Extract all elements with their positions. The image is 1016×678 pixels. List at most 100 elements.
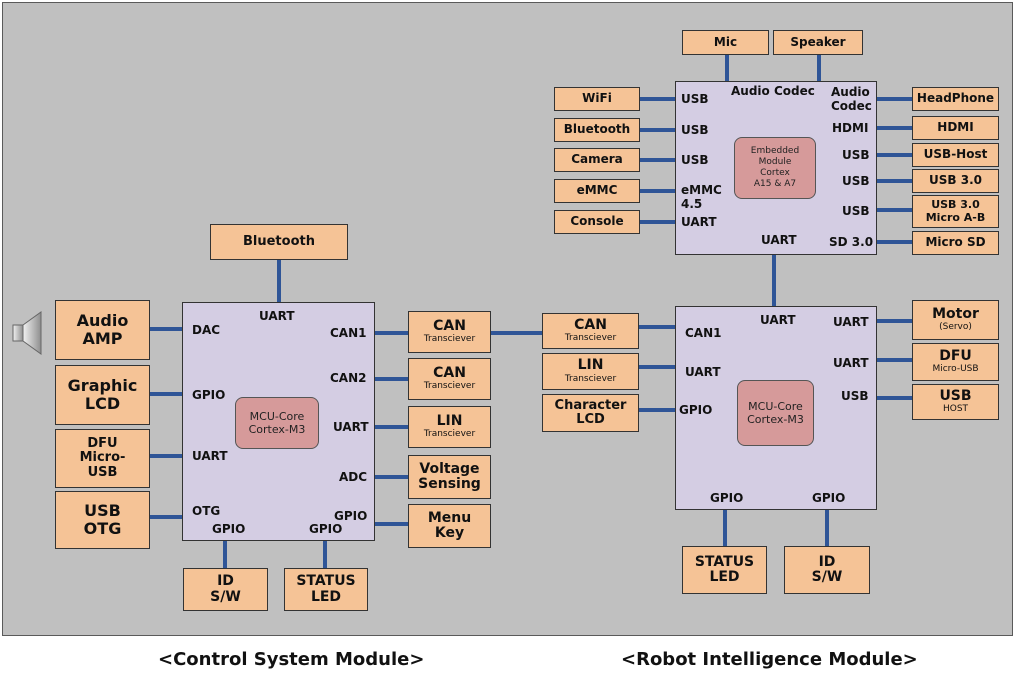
robot-port-gpio-bottom-left: GPIO — [710, 491, 744, 505]
graphic-lcd-box: Graphic LCD — [55, 365, 150, 425]
connector — [875, 396, 913, 400]
robot-port-uart-motor: UART — [833, 315, 869, 329]
diagram-canvas: MCU-Core Cortex-M3 UART CAN1 CAN2 UART A… — [2, 2, 1013, 636]
menu-key-box: Menu Key — [408, 504, 491, 548]
control-port-gpio-bottom-right: GPIO — [309, 522, 343, 536]
connector — [149, 454, 184, 458]
robot-dfu-micro-usb-box: DFU Micro-USB — [912, 343, 999, 381]
control-port-uart-right: UART — [333, 420, 369, 434]
embedded-port-audio-codec-right: Audio Codec — [831, 85, 872, 113]
control-port-dac: DAC — [192, 323, 221, 337]
embedded-port-usb3: USB — [842, 174, 870, 188]
connector — [373, 522, 410, 526]
embedded-port-usb-bluetooth: USB — [681, 123, 709, 137]
robot-status-led-box: STATUS LED — [682, 546, 767, 594]
embedded-port-uart-console: UART — [681, 215, 717, 229]
robot-port-can1: CAN1 — [685, 326, 722, 340]
connector — [323, 539, 327, 569]
robot-mcu-core: MCU-Core Cortex-M3 — [737, 380, 814, 446]
embedded-bluetooth-box: Bluetooth — [554, 118, 640, 142]
control-lin-transceiver-box: LIN Transciever — [408, 406, 491, 448]
control-port-adc: ADC — [339, 470, 368, 484]
robot-port-usb: USB — [841, 389, 869, 403]
embedded-port-usb-wifi: USB — [681, 92, 709, 106]
embedded-port-emmc: eMMC 4.5 — [681, 183, 722, 211]
connector — [149, 392, 184, 396]
robot-mcu-block: MCU-Core Cortex-M3 — [675, 306, 877, 510]
robot-lin-transceiver-box: LIN Transciever — [542, 353, 639, 390]
camera-box: Camera — [554, 148, 640, 172]
connector — [875, 126, 913, 130]
embedded-port-uart-bottom: UART — [761, 233, 797, 247]
connector — [277, 258, 281, 304]
embedded-port-hdmi: HDMI — [832, 121, 869, 135]
connector — [639, 158, 677, 162]
dfu-micro-usb-box: DFU Micro- USB — [55, 429, 150, 488]
motor-servo-box: Motor (Servo) — [912, 300, 999, 340]
connector — [149, 327, 184, 331]
embedded-port-usb3-micro: USB — [842, 204, 870, 218]
control-port-gpio-right: GPIO — [334, 509, 368, 523]
embedded-port-usb-host: USB — [842, 148, 870, 162]
connector — [875, 97, 913, 101]
wifi-box: WiFi — [554, 87, 640, 111]
connector — [373, 425, 410, 429]
connector — [223, 539, 227, 569]
connector — [639, 325, 677, 329]
control-port-gpio-bottom-left: GPIO — [212, 522, 246, 536]
connector — [373, 331, 410, 335]
control-bluetooth-box: Bluetooth — [210, 224, 348, 260]
control-port-uart-left: UART — [192, 449, 228, 463]
control-can2-transceiver-box: CAN Transciever — [408, 358, 491, 400]
control-id-sw-box: ID S/W — [183, 568, 268, 611]
robot-id-sw-box: ID S/W — [784, 546, 870, 594]
embedded-port-sd: SD 3.0 — [829, 235, 874, 249]
usb3-micro-box: USB 3.0 Micro A-B — [912, 195, 999, 228]
embedded-port-usb-camera: USB — [681, 153, 709, 167]
connector — [723, 508, 727, 548]
connector — [639, 128, 677, 132]
console-box: Console — [554, 210, 640, 234]
usb-host-box: USB-Host — [912, 143, 999, 167]
voltage-sensing-box: Voltage Sensing — [408, 455, 491, 499]
connector — [875, 319, 913, 323]
usb-host-mcu-box: USB HOST — [912, 384, 999, 420]
robot-port-uart-top: UART — [760, 313, 796, 327]
robot-module-caption: <Robot Intelligence Module> — [621, 649, 918, 670]
audio-amp-box: Audio AMP — [55, 300, 150, 360]
control-port-otg: OTG — [192, 504, 221, 518]
embedded-module-core: Embedded Module Cortex A15 & A7 — [734, 137, 816, 199]
control-module-caption: <Control System Module> — [158, 649, 425, 670]
headphone-box: HeadPhone — [912, 87, 999, 111]
control-port-uart-top: UART — [259, 309, 295, 323]
usb-otg-box: USB OTG — [55, 491, 150, 549]
connector — [875, 153, 913, 157]
robot-port-gpio-left: GPIO — [679, 403, 713, 417]
connector — [373, 377, 410, 381]
robot-port-gpio-bottom-right: GPIO — [812, 491, 846, 505]
connector — [875, 240, 913, 244]
control-port-gpio-left: GPIO — [192, 388, 226, 402]
connector — [639, 97, 677, 101]
connector — [149, 515, 184, 519]
control-can1-transceiver-box: CAN Transciever — [408, 311, 491, 353]
robot-can-transceiver-box: CAN Transciever — [542, 313, 639, 349]
connector — [725, 55, 729, 83]
control-port-can2: CAN2 — [330, 371, 367, 385]
connector — [772, 253, 776, 308]
connector — [639, 365, 677, 369]
mic-box: Mic — [682, 30, 769, 55]
control-mcu-block: MCU-Core Cortex-M3 — [182, 302, 375, 541]
usb3-box: USB 3.0 — [912, 169, 999, 193]
connector — [373, 475, 410, 479]
connector — [639, 220, 677, 224]
embedded-port-audio-codec-top: Audio Codec — [731, 84, 815, 98]
robot-port-uart-dfu: UART — [833, 356, 869, 370]
control-port-can1: CAN1 — [330, 326, 367, 340]
connector — [825, 508, 829, 548]
character-lcd-box: Character LCD — [542, 394, 639, 432]
speaker-icon — [12, 311, 42, 355]
connector — [875, 208, 913, 212]
connector — [639, 189, 677, 193]
micro-sd-box: Micro SD — [912, 231, 999, 255]
